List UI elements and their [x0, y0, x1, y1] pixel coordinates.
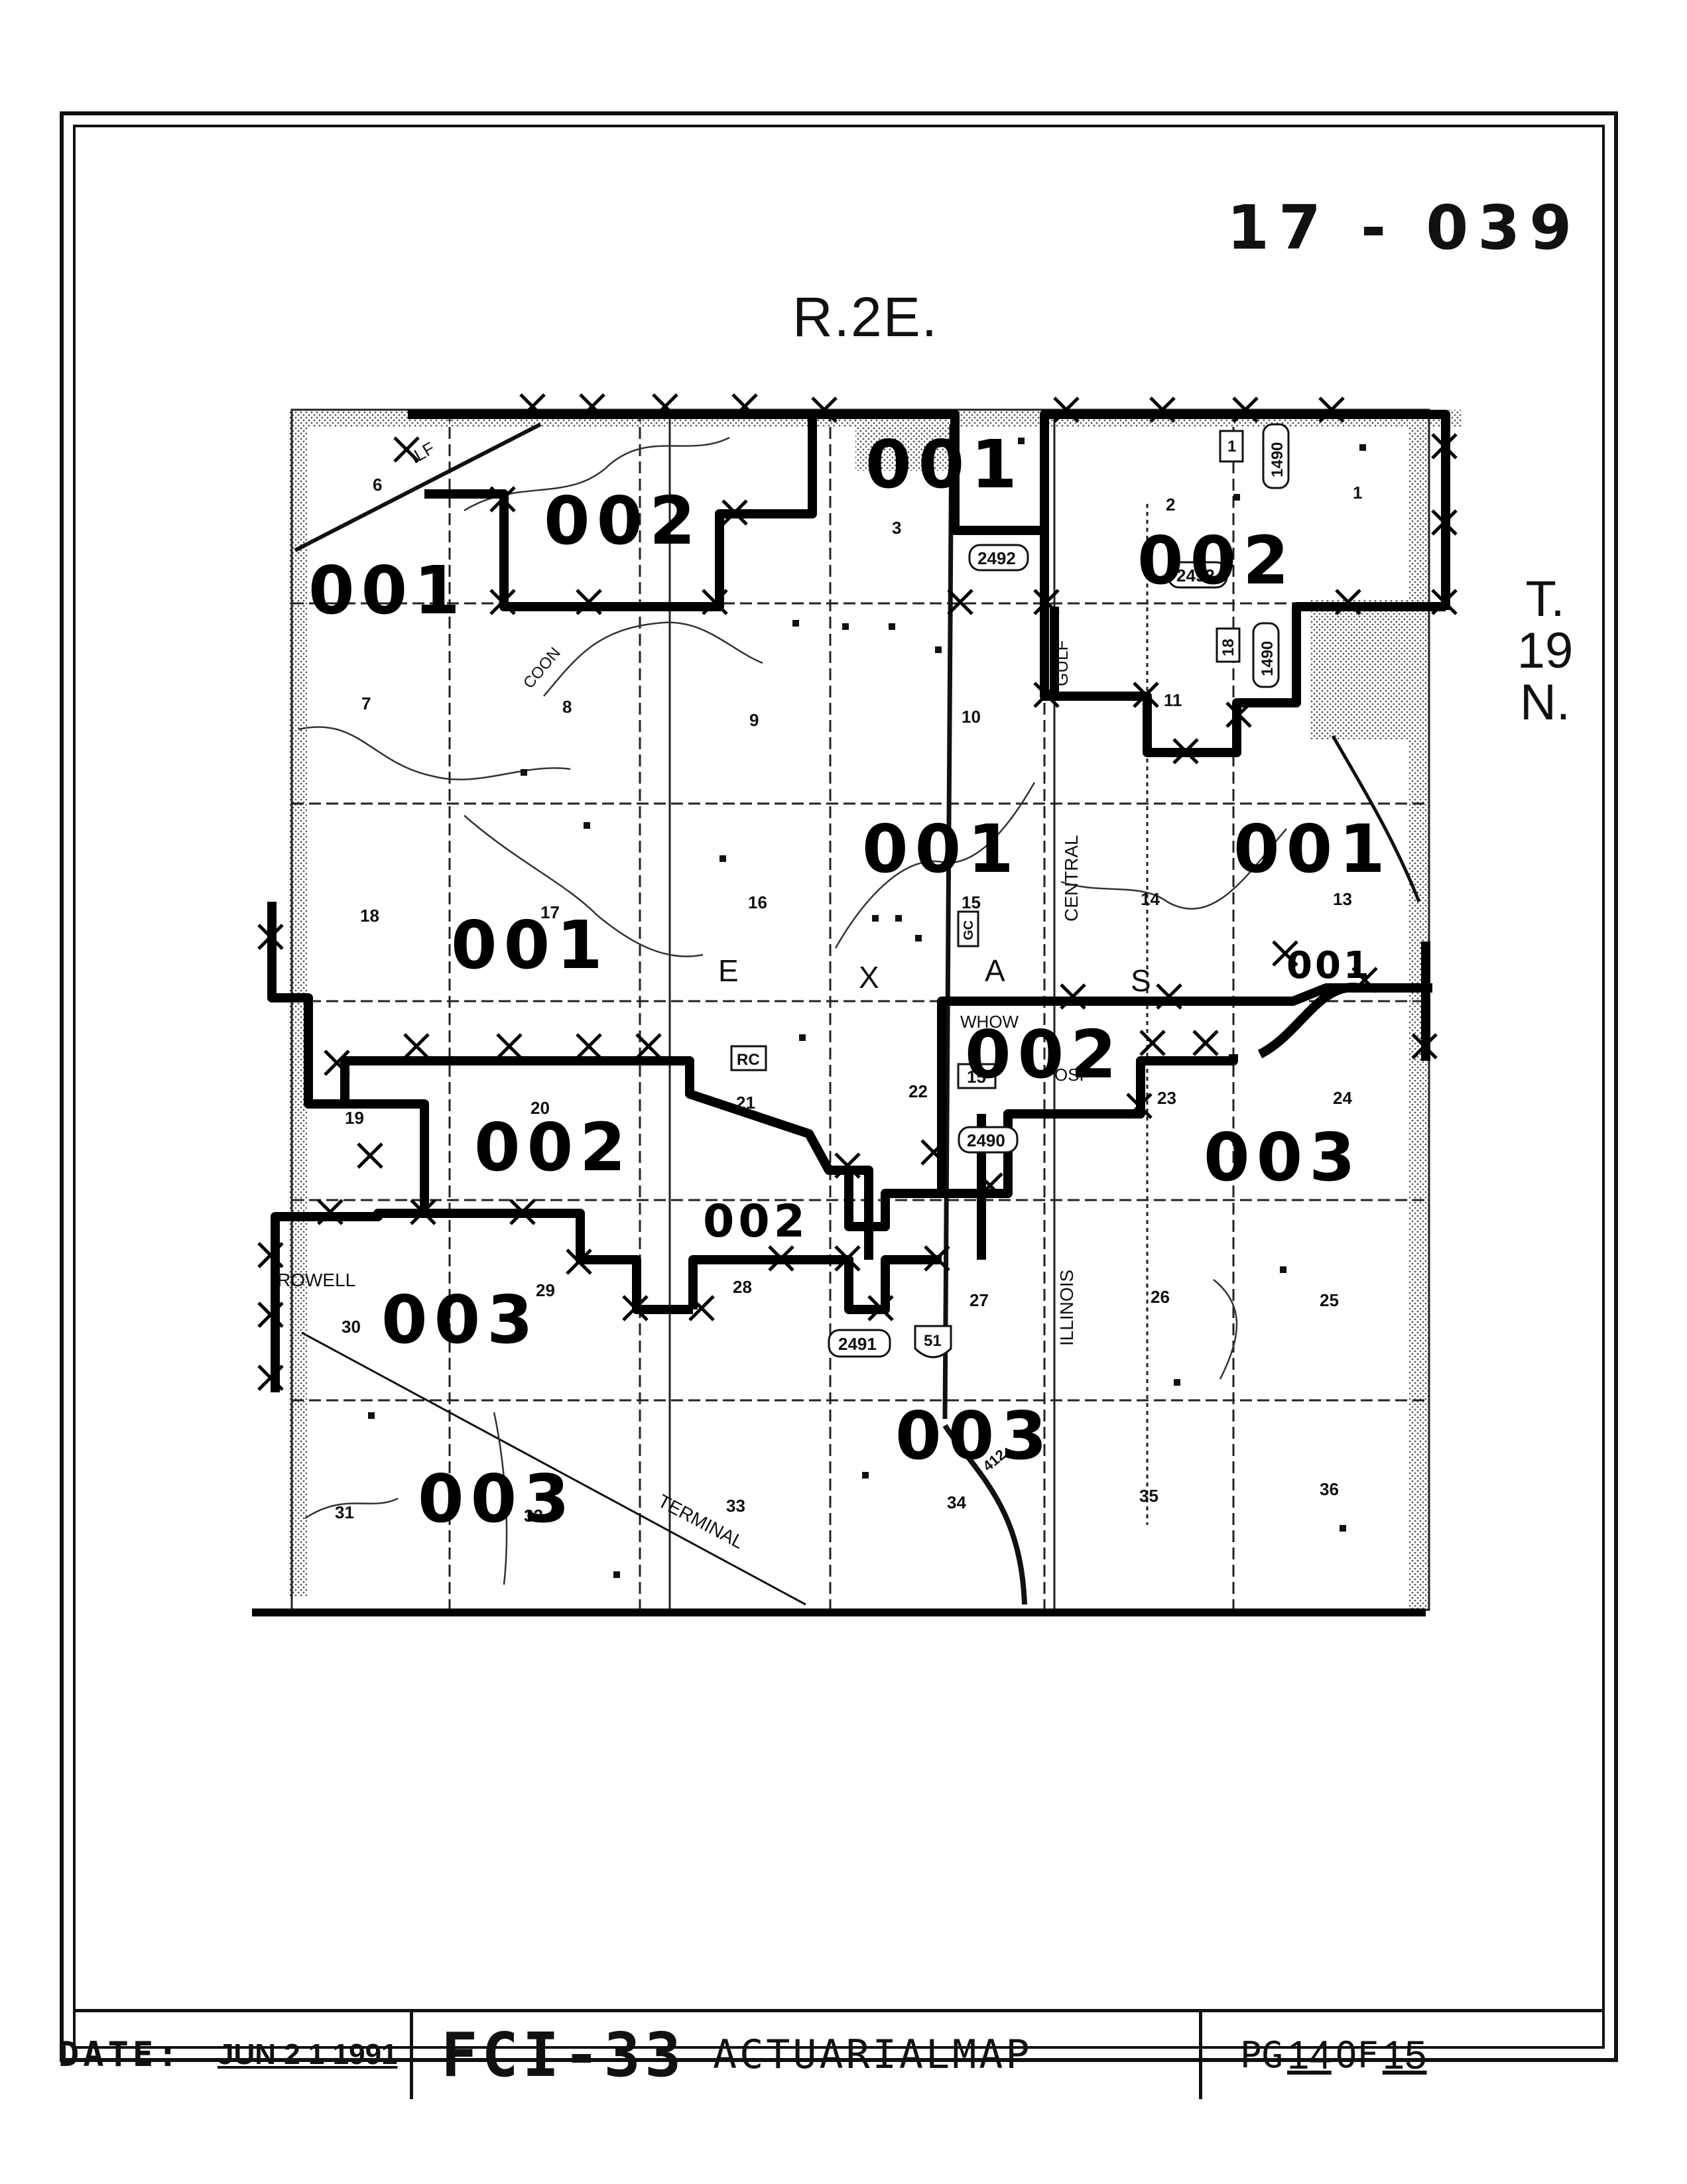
zone-label: 001 — [865, 426, 1024, 503]
section-number: 31 — [335, 1502, 354, 1522]
section-number: 7 — [361, 694, 371, 713]
map-id: 17 - 039 — [1227, 192, 1582, 263]
form-title: ACTUARIALMAP — [713, 2032, 1032, 2078]
zone-label: 001 — [1233, 810, 1392, 888]
section-number: 17 — [540, 902, 560, 922]
county-label-s: S — [1131, 963, 1151, 998]
zone-label: 001 — [308, 552, 467, 629]
page-prefix: PG — [1240, 2033, 1284, 2076]
section-number: 26 — [1151, 1287, 1170, 1307]
route-1: 1 — [1227, 438, 1236, 455]
route-1490-b: 1490 — [1259, 641, 1277, 676]
page-indicator: PG 14 OF 15 — [1240, 2012, 1431, 2098]
section-number: 15 — [962, 892, 981, 912]
page-frame-outer — [60, 111, 1618, 2062]
section-number: 27 — [969, 1290, 989, 1310]
section-number: 14 — [1141, 889, 1160, 909]
section-number: 29 — [536, 1280, 555, 1300]
section-number: 13 — [1333, 889, 1352, 909]
road-label-central: CENTRAL — [1061, 835, 1082, 922]
section-number: 22 — [908, 1081, 928, 1101]
section-number: 1 — [1353, 483, 1362, 503]
zone-label: 002 — [965, 1016, 1123, 1093]
route-15: 15 — [967, 1067, 986, 1087]
zone-label: 002 — [474, 1109, 633, 1186]
stream-label-coon: COON — [520, 644, 564, 692]
section-number: 9 — [749, 710, 759, 730]
section-number: 24 — [1333, 1088, 1352, 1108]
page-frame-inner — [73, 125, 1605, 2049]
page-of: OF — [1335, 2033, 1379, 2076]
section-number: 28 — [733, 1277, 752, 1297]
township-line-1: T. — [1525, 571, 1565, 627]
road-label-illinois: ILLINOIS — [1056, 1270, 1077, 1346]
zone-label: 002 — [544, 482, 702, 560]
route-1490-a: 1490 — [1269, 442, 1286, 477]
section-number: 23 — [1157, 1088, 1176, 1108]
section-number: 20 — [531, 1098, 550, 1118]
township-line-2: 19 — [1517, 623, 1574, 679]
title-block — [73, 2009, 1605, 2102]
section-number: 34 — [947, 1492, 966, 1512]
township-line-3: N. — [1520, 674, 1570, 731]
place-label-osf: OSF — [1054, 1065, 1090, 1085]
section-number: 30 — [342, 1317, 361, 1337]
section-number: 6 — [373, 475, 382, 495]
route-2491: 2491 — [838, 1334, 877, 1354]
section-number: 2 — [1166, 495, 1175, 515]
section-number: 35 — [1139, 1486, 1158, 1506]
zone-label: 001 — [862, 810, 1021, 888]
facility-gc: GC — [962, 920, 976, 940]
place-label-whow: WHOW — [960, 1012, 1019, 1032]
range-label: R.2E. — [792, 286, 939, 348]
date-value: JUN 2 1 1991 — [218, 2038, 398, 2071]
section-number: 11 — [1164, 690, 1182, 710]
zone-label: 003 — [418, 1460, 576, 1538]
section-number: 25 — [1320, 1290, 1339, 1310]
form-id: FCI-33 — [441, 2019, 686, 2091]
road-label-gulf: GULF — [1052, 640, 1072, 686]
facility-rc: RC — [737, 1051, 760, 1069]
section-number: 8 — [562, 697, 572, 717]
section-number: 10 — [962, 707, 981, 727]
section-number: 16 — [748, 892, 767, 912]
section-number: 21 — [736, 1093, 755, 1113]
route-18: 18 — [1219, 638, 1237, 656]
zone-label: 002 — [1137, 522, 1296, 599]
boundary-x-marks — [257, 393, 1458, 1391]
title-block-divider — [410, 2012, 413, 2099]
county-label-a: A — [985, 953, 1005, 988]
route-2492-a: 2492 — [977, 548, 1016, 568]
county-label-x: X — [859, 960, 879, 995]
zone-label: 003 — [895, 1397, 1054, 1475]
zone-label: 003 — [381, 1281, 540, 1359]
place-label-rowell: ROWELL — [277, 1270, 355, 1290]
title-block-divider — [1199, 2012, 1202, 2099]
route-2492-b: 2492 — [1176, 566, 1215, 585]
zone-label: 003 — [1204, 1119, 1362, 1196]
building-markers — [368, 438, 1366, 1578]
page-total: 15 — [1382, 2032, 1427, 2077]
zone-label: 001 — [451, 906, 609, 984]
zone-label-small: 001 — [1286, 944, 1372, 987]
section-number: 3 — [892, 518, 901, 538]
page-current: 14 — [1287, 2032, 1332, 2077]
county-label-e: E — [718, 953, 739, 988]
section-number: 36 — [1320, 1479, 1339, 1499]
section-number: 32 — [524, 1506, 543, 1526]
township-label: T. 19 N. — [1515, 574, 1575, 729]
route-51: 51 — [924, 1332, 942, 1350]
road-label-gulf-nw: ILF — [406, 438, 438, 467]
section-number: 19 — [345, 1108, 364, 1128]
route-2490: 2490 — [967, 1130, 1005, 1150]
date-label: DATE: — [58, 2035, 182, 2075]
section-number: 18 — [360, 906, 379, 926]
section-number: 33 — [726, 1496, 745, 1516]
zone-label: 002 — [703, 1195, 809, 1248]
